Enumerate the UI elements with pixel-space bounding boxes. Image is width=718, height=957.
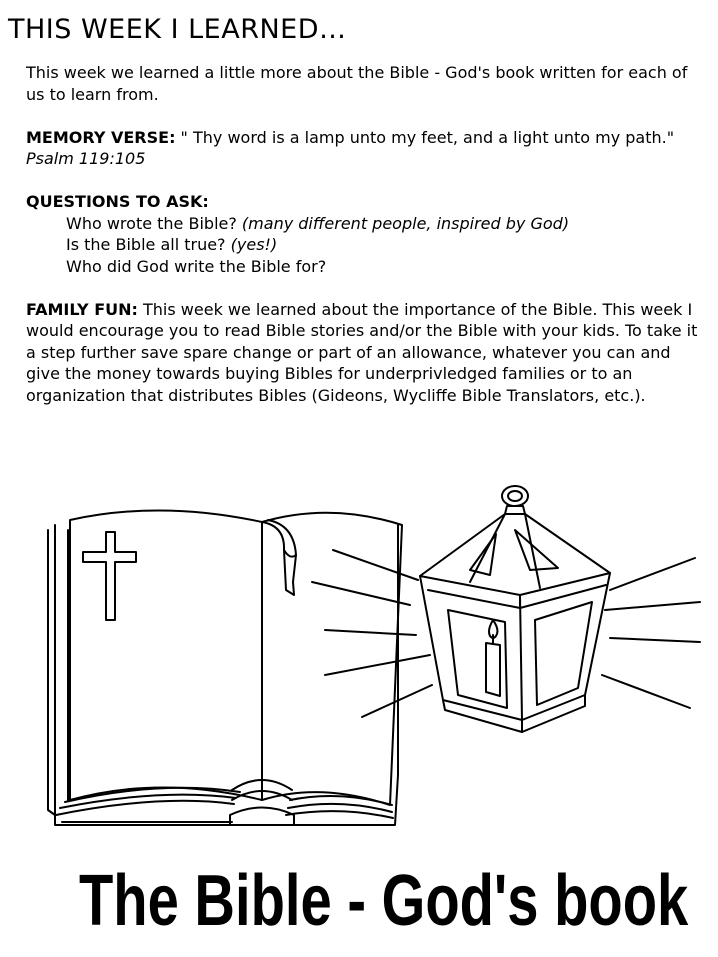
question-item: Who wrote the Bible? (many different peo… bbox=[26, 213, 706, 235]
question-text: Who wrote the Bible? bbox=[66, 213, 237, 233]
family-fun-text: This week we learned about the importanc… bbox=[26, 299, 698, 405]
question-text: Is the Bible all true? bbox=[66, 235, 226, 254]
bible-lantern-illustration bbox=[47, 485, 701, 826]
memory-verse-label: MEMORY VERSE: bbox=[26, 127, 176, 147]
lesson-text: This week we learned a little more about… bbox=[26, 62, 706, 428]
bookmark-icon bbox=[261, 519, 297, 596]
memory-verse: MEMORY VERSE: " Thy word is a lamp unto … bbox=[26, 127, 706, 170]
memory-verse-reference: Psalm 119:105 bbox=[26, 149, 146, 168]
question-answer: (yes!) bbox=[225, 235, 278, 254]
cross-icon bbox=[82, 531, 137, 621]
question-text: Who did God write the Bible for? bbox=[66, 256, 327, 276]
light-rays bbox=[311, 549, 701, 718]
family-fun: FAMILY FUN: This week we learned about t… bbox=[26, 299, 706, 407]
page-title: THIS WEEK I LEARNED… bbox=[8, 14, 347, 45]
family-fun-label: FAMILY FUN: bbox=[26, 299, 138, 319]
lantern-icon bbox=[419, 485, 611, 733]
footer-title: The Bible - God's book bbox=[78, 861, 689, 941]
candle-icon bbox=[485, 619, 501, 697]
intro-paragraph: This week we learned a little more about… bbox=[26, 63, 688, 104]
memory-verse-text: " Thy word is a lamp unto my feet, and a… bbox=[175, 127, 675, 147]
questions-label: QUESTIONS TO ASK: bbox=[26, 192, 209, 211]
question-item: Is the Bible all true? (yes!) bbox=[26, 234, 706, 256]
question-answer: (many different people, inspired by God) bbox=[236, 213, 570, 233]
question-item: Who did God write the Bible for? bbox=[26, 256, 706, 278]
questions-section: QUESTIONS TO ASK: Who wrote the Bible? (… bbox=[26, 191, 706, 277]
bible-icon bbox=[47, 509, 403, 826]
